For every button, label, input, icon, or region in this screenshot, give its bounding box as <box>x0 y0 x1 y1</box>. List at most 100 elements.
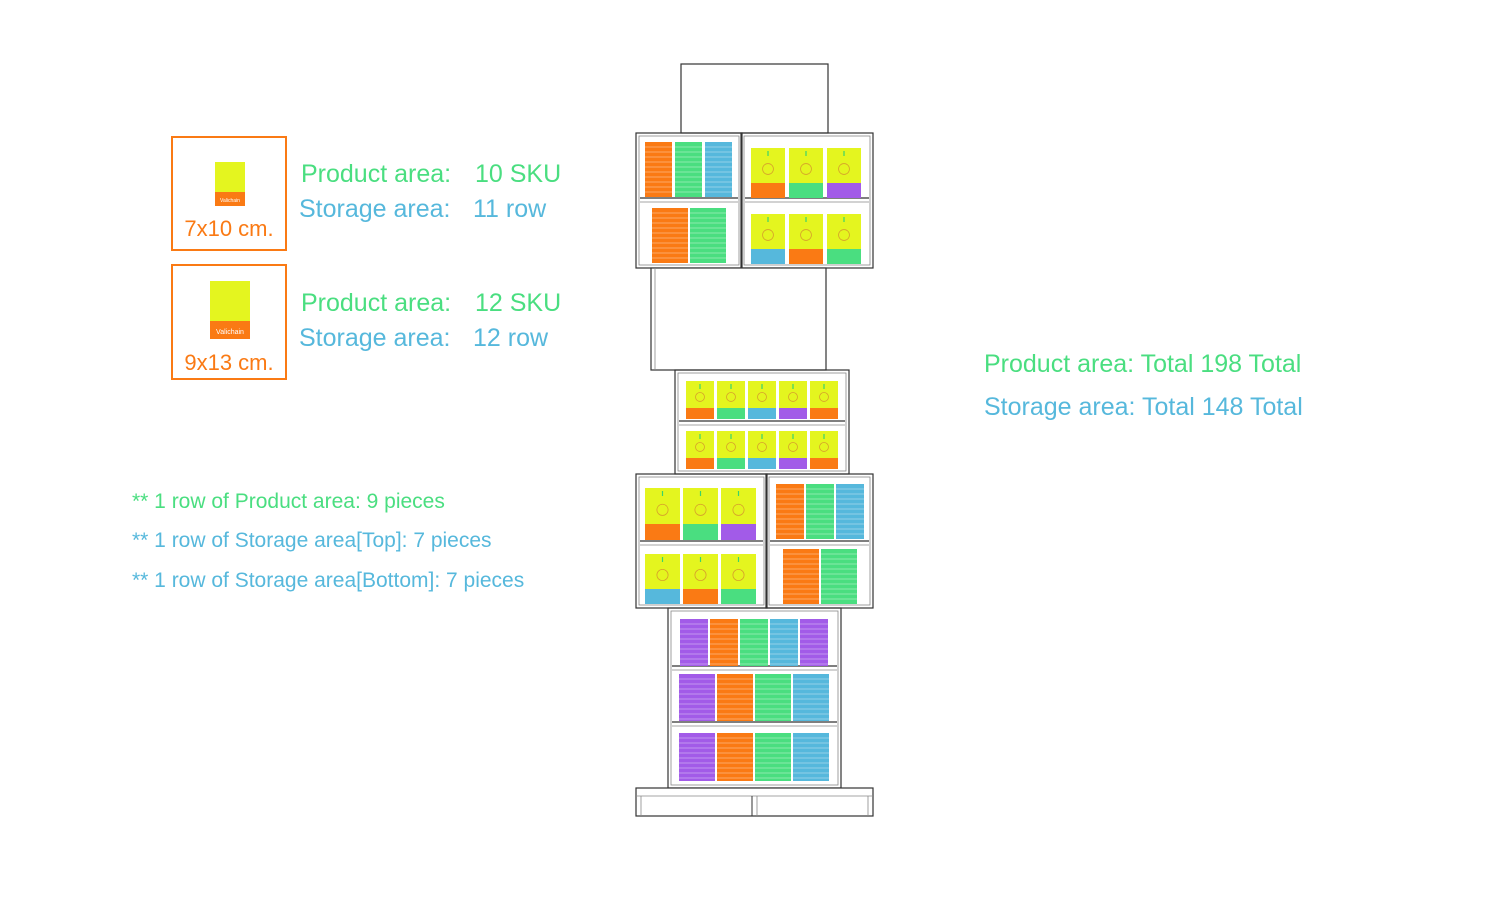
package-jewel <box>838 229 850 241</box>
storage-stack <box>679 733 715 781</box>
product-area-value: 12 SKU <box>475 289 562 317</box>
package-jewel <box>788 392 798 402</box>
package-band <box>721 524 756 540</box>
storage-stack <box>675 142 702 197</box>
package-band <box>789 249 823 264</box>
product-area-label: Product area: <box>301 289 452 317</box>
shelf-frame-inner <box>638 135 740 266</box>
package-icon-large: Valichain <box>210 281 250 339</box>
package-jewel <box>762 229 774 241</box>
package-jewel <box>757 442 767 452</box>
storage-stack <box>793 733 829 781</box>
note-storage-bottom-row: ** 1 row of Storage area[Bottom]: 7 piec… <box>132 569 525 592</box>
package-band <box>810 408 838 419</box>
storage-area-label: Storage area: <box>299 324 451 352</box>
package-band <box>748 408 776 419</box>
package-band <box>645 524 680 540</box>
storage-stack <box>821 549 857 604</box>
package-band <box>751 249 785 264</box>
package-jewel <box>656 569 669 582</box>
package-band <box>717 408 745 419</box>
package-jewel <box>695 442 705 452</box>
storage-stack <box>680 619 708 666</box>
package-band <box>748 458 776 469</box>
shelf-frame-inner <box>743 135 871 266</box>
spec-storage-large: Storage area: 12 row <box>299 324 548 353</box>
storage-stack <box>755 733 791 781</box>
package-jewel <box>694 503 707 516</box>
package-jewel <box>726 442 736 452</box>
storage-stack <box>806 484 834 539</box>
package-band <box>810 458 838 469</box>
note-product-row: ** 1 row of Product area: 9 pieces <box>132 490 445 513</box>
storage-stack <box>652 208 688 263</box>
storage-stack <box>705 142 732 197</box>
package-jewel <box>819 442 829 452</box>
package-band <box>683 589 718 604</box>
package-band <box>789 183 823 198</box>
package-band <box>751 183 785 198</box>
package-band <box>645 589 680 604</box>
package-band <box>683 524 718 540</box>
package-band <box>721 589 756 604</box>
package-brand: Valichain <box>220 198 240 204</box>
package-jewel <box>732 503 745 516</box>
product-area-value: 10 SKU <box>475 160 562 188</box>
package-icon-small: Valichain <box>215 162 245 206</box>
package-band <box>686 458 714 469</box>
package-band <box>827 249 861 264</box>
storage-stack <box>783 549 819 604</box>
shelf-frame-inner <box>638 476 765 606</box>
package-jewel <box>656 503 669 516</box>
shelf-frame-inner <box>768 476 871 606</box>
storage-stack <box>800 619 828 666</box>
package-jewel <box>694 569 707 582</box>
package-jewel <box>726 392 736 402</box>
fixture-base <box>635 787 874 817</box>
package-jewel <box>732 569 745 582</box>
total-storage-area: Storage area: Total 148 Total <box>984 393 1303 421</box>
package-jewel <box>800 163 812 175</box>
fixture-header <box>680 63 829 134</box>
shelf-frame-inner <box>670 610 839 786</box>
package-jewel <box>788 442 798 452</box>
storage-stack <box>710 619 738 666</box>
package-jewel <box>838 163 850 175</box>
storage-stack <box>755 674 791 721</box>
size-label-large: 9x13 cm. <box>184 350 274 375</box>
package-band <box>717 458 745 469</box>
product-area-label: Product area: <box>301 160 452 188</box>
package-band <box>779 458 807 469</box>
storage-stack <box>770 619 798 666</box>
storage-area-label: Storage area: <box>299 195 451 223</box>
spec-storage-small: Storage area: 11 row <box>299 195 546 224</box>
storage-stack <box>793 674 829 721</box>
total-product-area: Product area: Total 198 Total <box>984 350 1302 378</box>
package-band <box>779 408 807 419</box>
spec-product-large: Product area: 12 SKU <box>301 289 561 318</box>
storage-stack <box>776 484 804 539</box>
size-sample-9x13: Valichain 9x13 cm. <box>171 264 287 380</box>
size-label-small: 7x10 cm. <box>184 216 274 241</box>
storage-stack <box>645 142 672 197</box>
package-brand: Valichain <box>216 329 244 336</box>
package-jewel <box>800 229 812 241</box>
storage-area-value: 12 row <box>473 324 549 352</box>
storage-stack <box>690 208 726 263</box>
package-jewel <box>695 392 705 402</box>
spec-product-small: Product area: 10 SKU <box>301 160 561 189</box>
fixture-empty-box <box>650 267 827 371</box>
storage-stack <box>717 733 753 781</box>
storage-stack <box>836 484 864 539</box>
storage-stack <box>740 619 768 666</box>
package-jewel <box>819 392 829 402</box>
shelf-frame-inner <box>677 372 847 472</box>
size-sample-7x10: Valichain 7x10 cm. <box>171 136 287 251</box>
note-storage-top-row: ** 1 row of Storage area[Top]: 7 pieces <box>132 529 492 552</box>
package-band <box>827 183 861 198</box>
storage-stack <box>679 674 715 721</box>
storage-stack <box>717 674 753 721</box>
package-jewel <box>762 163 774 175</box>
storage-area-value: 11 row <box>473 195 547 223</box>
